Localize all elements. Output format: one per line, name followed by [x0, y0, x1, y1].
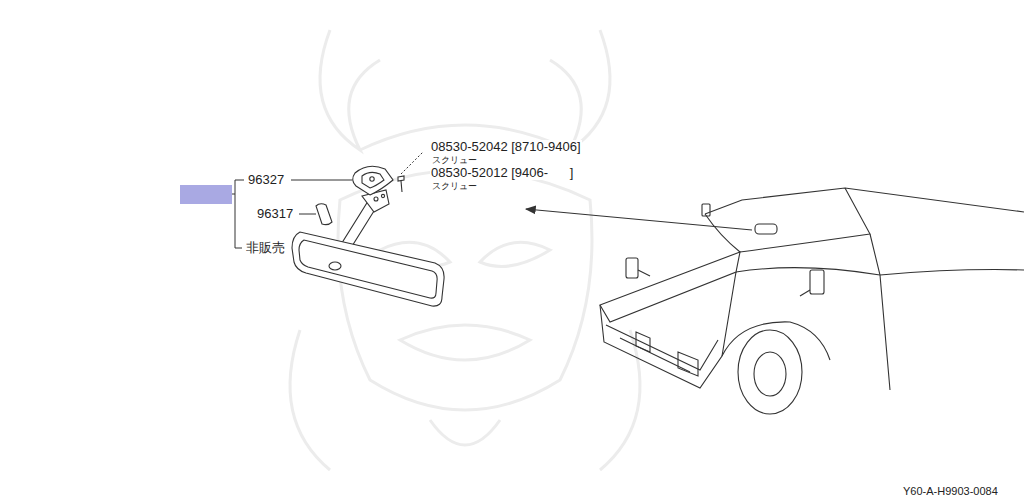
highlight-swatch	[180, 185, 232, 204]
not-sold-note: 非販売	[245, 241, 286, 255]
location-arrow	[526, 209, 752, 230]
part-number: 08530-52012 [9406- ]	[430, 166, 574, 180]
part-name: スクリュー	[431, 156, 478, 166]
diagram-code: Y60-A-H9903-0084	[902, 485, 999, 497]
bracket	[232, 180, 352, 248]
watermark	[290, 30, 640, 470]
mirror-drawing	[292, 166, 444, 306]
screw-leader	[401, 152, 423, 174]
callout-number: 96327	[247, 173, 285, 187]
callout-number: 96317	[256, 207, 294, 221]
part-number: 08530-52042 [8710-9406]	[430, 140, 582, 154]
part-name: スクリュー	[431, 182, 478, 192]
